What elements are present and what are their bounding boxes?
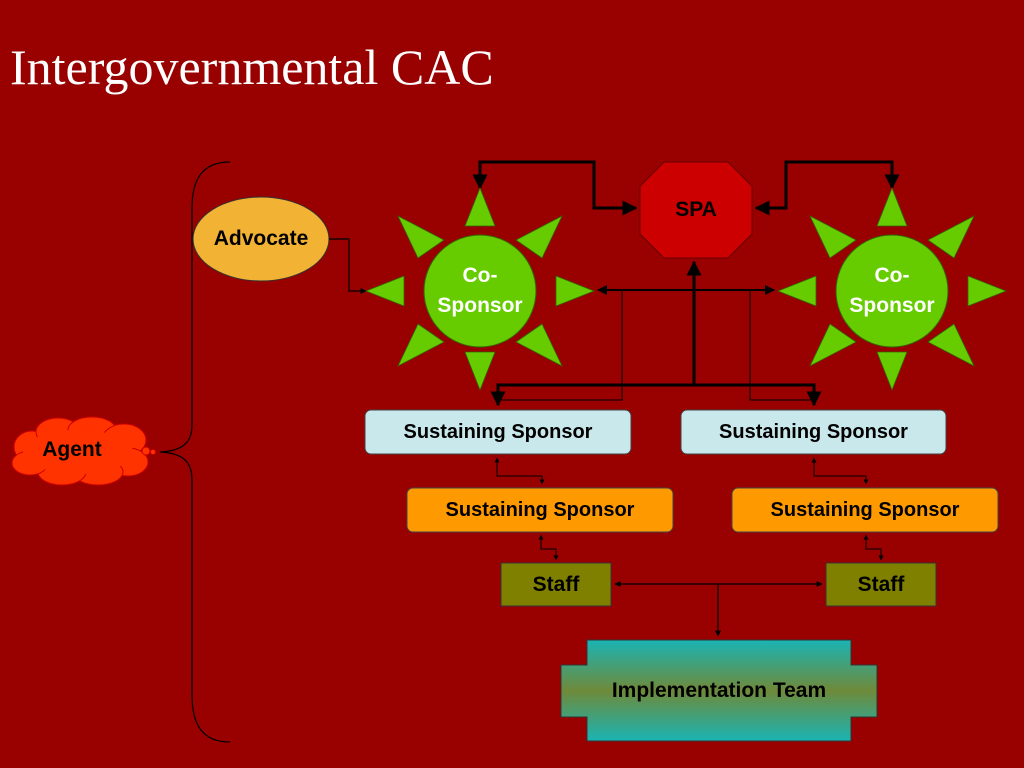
spa-octagon — [639, 161, 753, 259]
spa-to-left-sustaining — [490, 383, 694, 407]
left-co-sponsor-label: Co- Sponsor — [420, 261, 540, 321]
staff-left-box — [500, 562, 612, 607]
sustaining-sponsor-top-left-box — [364, 409, 632, 455]
step-connector-right-2 — [863, 534, 884, 561]
implementation-team-shape — [560, 639, 878, 742]
left-co-sponsor-circle — [423, 234, 537, 348]
thin-connector-right — [749, 290, 812, 401]
spa-to-right-sustaining — [694, 383, 822, 407]
staff-left-label: Staff — [532, 572, 580, 596]
step-connector-left-1 — [494, 457, 545, 485]
sustaining-sponsor-bottom-right-label: Sustaining Sponsor — [770, 498, 960, 521]
agent-cloud — [11, 416, 156, 486]
left-sun-rays — [364, 186, 596, 392]
spa-label: SPA — [675, 198, 717, 221]
agent-brace — [159, 161, 231, 743]
staff-right-box — [825, 562, 937, 607]
sustaining-sponsor-top-left-label: Sustaining Sponsor — [403, 420, 593, 443]
sustaining-sponsor-top-right-label: Sustaining Sponsor — [719, 420, 908, 443]
right-sun-rays — [776, 186, 1008, 392]
thin-connector-left — [500, 290, 623, 401]
sustaining-sponsor-bottom-left-box — [406, 487, 674, 533]
right-co-sponsor-circle — [835, 234, 949, 348]
agent-label: Agent — [42, 438, 102, 461]
right-co-sponsor-label: Co- Sponsor — [832, 261, 952, 321]
advocate-label: Advocate — [213, 227, 309, 250]
right-cosponsor-spa-connector — [754, 160, 900, 216]
sustaining-sponsor-top-right-box — [680, 409, 947, 455]
left-co-sponsor-line1: Co- — [462, 264, 498, 287]
sustaining-sponsor-bottom-left-label: Sustaining Sponsor — [445, 498, 635, 521]
staff-right-label: Staff — [857, 572, 905, 596]
implementation-team-label: Implementation Team — [611, 679, 827, 702]
right-co-sponsor-line1: Co- — [874, 264, 910, 287]
right-co-sponsor-line2: Sponsor — [849, 294, 935, 317]
left-co-sponsor-line2: Sponsor — [437, 294, 523, 317]
slide-title: Intergovernmental CAC — [10, 39, 494, 95]
left-cosponsor-spa-connector — [472, 160, 638, 216]
advocate-connector — [329, 238, 367, 294]
step-connector-left-2 — [538, 534, 559, 561]
step-connector-right-1 — [811, 457, 869, 485]
sustaining-sponsor-bottom-right-box — [731, 487, 999, 533]
